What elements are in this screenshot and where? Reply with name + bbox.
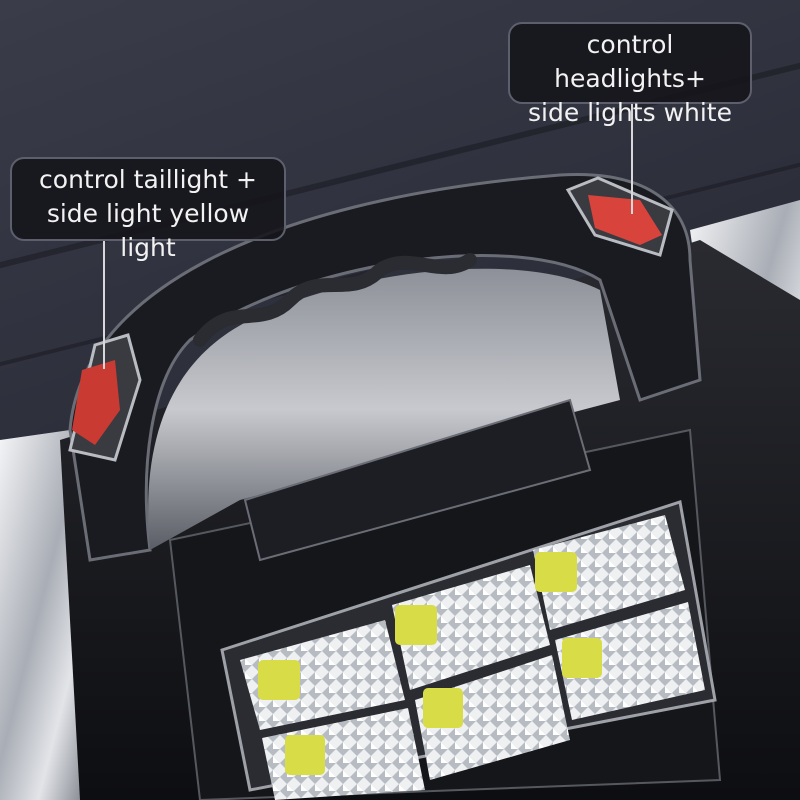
left-control-button — [68, 333, 142, 462]
callout-taillight-control: control taillight + side light yellow li… — [10, 157, 286, 262]
led-modules — [240, 515, 705, 800]
callout-left-leader — [103, 241, 105, 369]
right-control-button — [565, 176, 674, 257]
callout-headlight-control: control headlights+ side lights white — [508, 22, 752, 127]
callout-right-line1: control headlights+ — [554, 30, 706, 93]
callout-right-line2: side lights white — [528, 98, 732, 127]
callout-left-line1: control taillight + — [39, 165, 257, 194]
callout-left-line2: side light yellow light — [46, 199, 250, 262]
callout-right-leader — [631, 104, 633, 214]
